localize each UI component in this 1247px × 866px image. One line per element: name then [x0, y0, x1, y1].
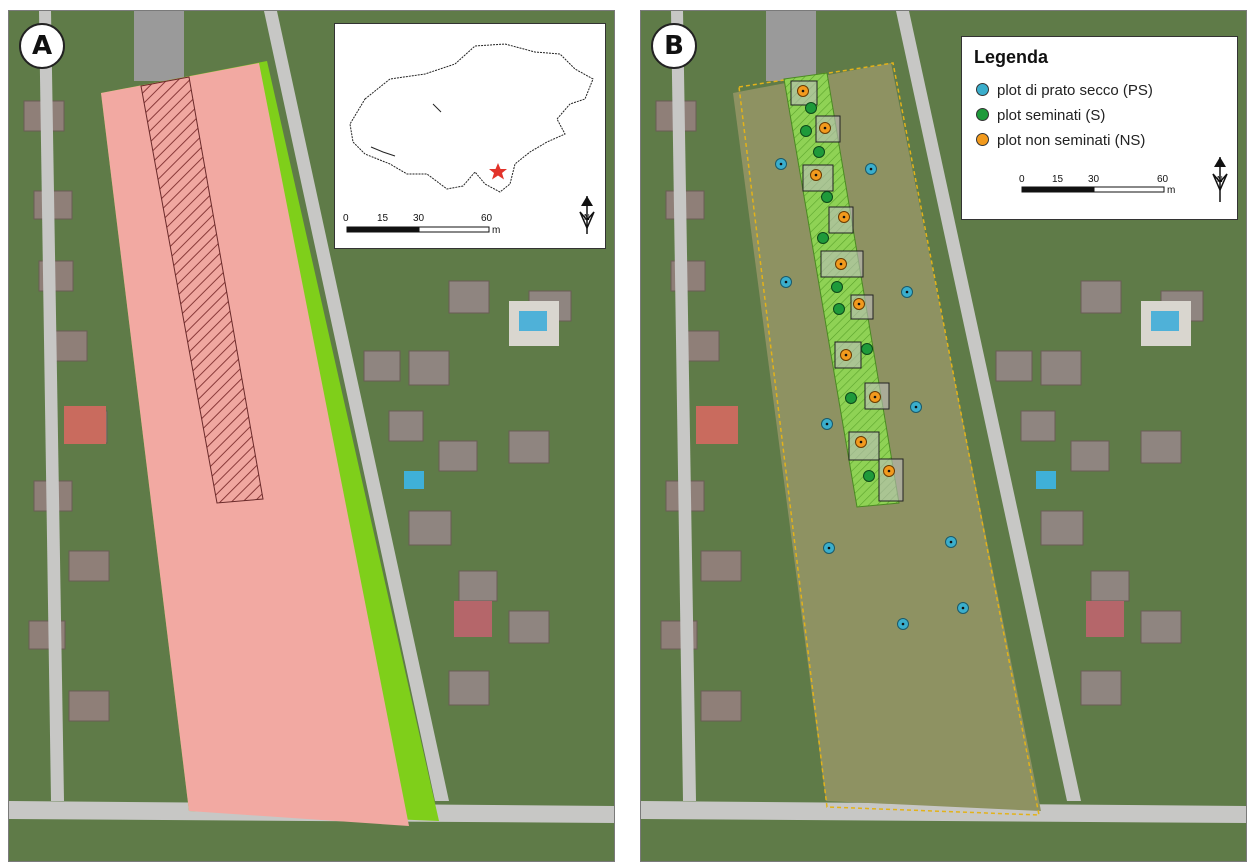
- study-site-star-icon: [489, 163, 507, 180]
- scale-unit: m: [492, 225, 501, 236]
- blue-dot-icon: [976, 83, 989, 96]
- scale-tick-60: 60: [1157, 174, 1169, 185]
- map-legend: Legenda plot di prato secco (PS) plot se…: [961, 36, 1238, 220]
- legend-label: plot di prato secco (PS): [997, 82, 1153, 99]
- switzerland-outline: N: [346, 43, 595, 234]
- legend-label: plot non seminati (NS): [997, 132, 1146, 149]
- legend-label: plot seminati (S): [997, 107, 1106, 124]
- svg-text:N: N: [1217, 175, 1223, 184]
- north-arrow-icon: N: [579, 196, 595, 234]
- scale-tick-0: 0: [343, 213, 349, 224]
- legend-scale-and-north: N: [1021, 157, 1228, 202]
- map-panel-a: A N 0 15 30 60 m: [8, 10, 615, 862]
- scale-unit: m: [1167, 185, 1176, 196]
- legend-item-ps: plot di prato secco (PS): [976, 82, 1153, 100]
- legend-item-s: plot seminati (S): [976, 107, 1105, 125]
- legend-item-ns: plot non seminati (NS): [976, 132, 1145, 150]
- green-dot-icon: [976, 108, 989, 121]
- scale-tick-60: 60: [481, 213, 493, 224]
- scale-tick-30: 30: [413, 213, 425, 224]
- orange-dot-icon: [976, 133, 989, 146]
- aerial-photo-b: [641, 11, 1246, 861]
- locator-map-inset: N 0 15 30 60 m: [334, 23, 606, 249]
- north-arrow-icon: N: [1212, 157, 1228, 202]
- scale-tick-0: 0: [1019, 174, 1025, 185]
- panel-label: A: [19, 23, 65, 69]
- map-panel-b: B Legenda plot di prato secco (PS) plot …: [640, 10, 1247, 862]
- scale-tick-15: 15: [377, 213, 389, 224]
- plot-markers: [775, 85, 969, 630]
- scale-tick-15: 15: [1052, 174, 1064, 185]
- legend-title: Legenda: [974, 47, 1049, 67]
- panel-label: B: [651, 23, 697, 69]
- svg-text:N: N: [584, 213, 590, 222]
- scale-tick-30: 30: [1088, 174, 1100, 185]
